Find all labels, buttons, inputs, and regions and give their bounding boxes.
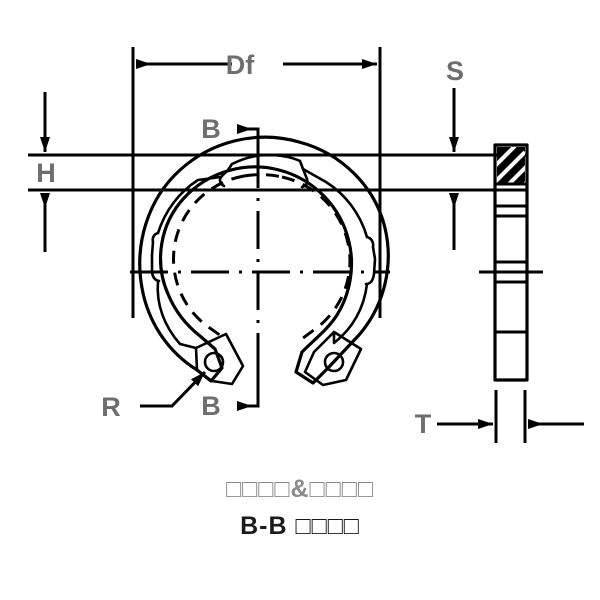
front-view-centerlines [130, 150, 390, 396]
section-b-bottom-label: B [201, 391, 221, 421]
ring-right-lug-hole [323, 351, 345, 373]
ring-inner-right-upper [301, 167, 369, 239]
ring-left-notch [150, 231, 161, 283]
s-dimension-group: S [446, 56, 464, 250]
drawing-caption: □□□□&□□□□ B-B □□□□ [226, 475, 374, 540]
r-dimension-group: R [101, 370, 207, 422]
s-dimension-label: S [446, 56, 464, 86]
r-leader-line [140, 370, 207, 408]
ring-right-lug [303, 330, 363, 387]
h-dimension-group: H [36, 92, 56, 252]
caption-line-2: B-B □□□□ [240, 512, 360, 540]
ring-outer-body [138, 135, 390, 385]
h-dimension-label: H [36, 158, 56, 188]
ring-left-lug [194, 332, 245, 386]
caption-line-1: □□□□&□□□□ [226, 475, 374, 503]
ring-left-lug-hole [203, 351, 225, 373]
ring-right-notch [364, 235, 377, 286]
section-mark-b-group: B B [201, 114, 260, 421]
ring-side-section-view [479, 143, 543, 382]
ring-hidden-bore-right [281, 175, 352, 340]
ring-top-notch [218, 153, 309, 189]
horizontal-reference-lines [28, 153, 528, 192]
df-dimension-label: Df [226, 50, 255, 80]
section-b-bottom-leader [237, 370, 260, 411]
ring-hidden-bore-left [172, 174, 245, 340]
r-dimension-label: R [101, 392, 121, 422]
internal-retaining-ring-front-view [138, 135, 390, 387]
ring-inner-left-lower [156, 279, 198, 350]
section-b-top-label: B [201, 114, 221, 144]
t-dimension-label: T [415, 409, 432, 439]
ring-inner-right-lower [332, 282, 369, 345]
section-b-top-leader [237, 124, 260, 155]
ring-inner-left-upper [156, 175, 223, 235]
t-dimension-group: T [415, 390, 584, 443]
side-view-section-hatch [497, 147, 525, 184]
ring-hidden-bore-top [243, 173, 283, 179]
